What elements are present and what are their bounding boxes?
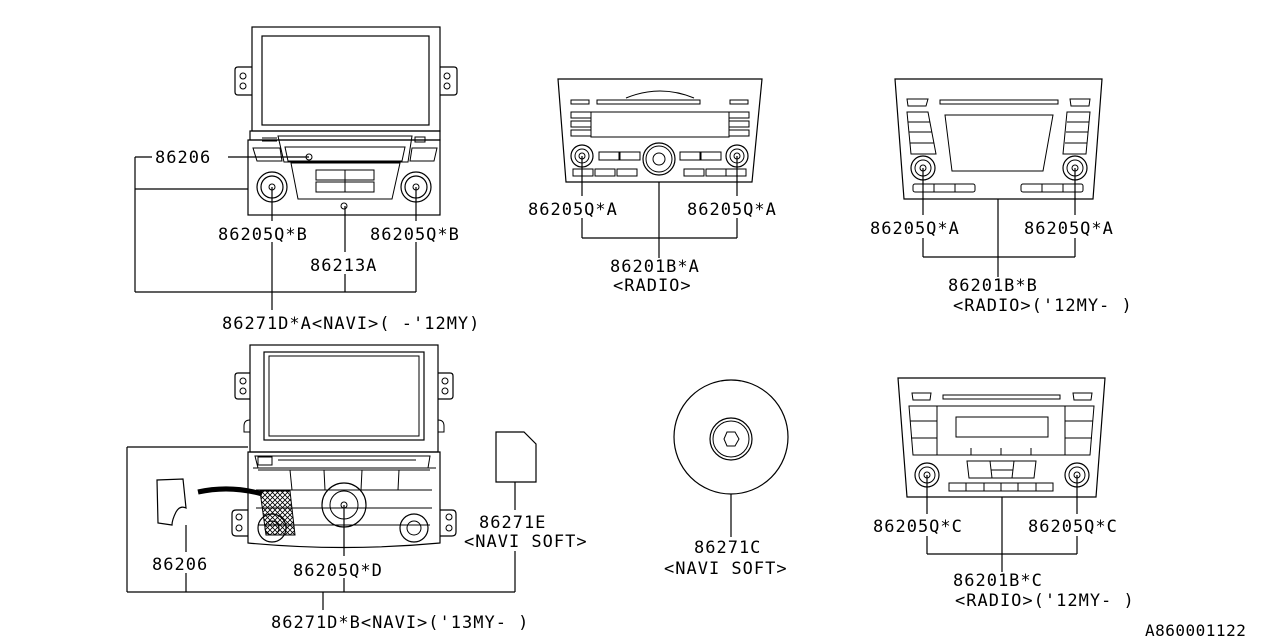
part-label-knob-left-radio-c: 86205Q*C: [873, 517, 963, 537]
part-label-knob-left-radio-b: 86205Q*A: [870, 219, 960, 239]
part-label-knob-right-radio-b: 86205Q*A: [1024, 219, 1114, 239]
part-label-disc: 86271C: [694, 538, 761, 558]
assembly-label-navi-13my: 86271D*B<NAVI>('13MY- ): [271, 613, 529, 633]
part-label-knob-left-12my: 86205Q*B: [218, 225, 308, 245]
assembly-label-navi-12my: 86271D*A<NAVI>( -'12MY): [222, 314, 480, 334]
navi-disc: [673, 379, 789, 495]
navi-13my-leaders: [126, 446, 516, 610]
part-label-knob-right-12my: 86205Q*B: [370, 225, 460, 245]
part-label-bezel-12my: 86206: [155, 148, 211, 168]
part-label-knob-right-radio-c: 86205Q*C: [1028, 517, 1118, 537]
sd-card: [495, 431, 537, 483]
radio-unit-c: [897, 377, 1106, 498]
assembly-arrow: [197, 486, 263, 497]
part-label-knob-right-radio-a: 86205Q*A: [687, 200, 777, 220]
navi-12my-leaders: [134, 156, 417, 310]
figure-code: A860001122: [1145, 621, 1246, 640]
part-note-sd-card: <NAVI SOFT>: [464, 532, 588, 552]
part-note-disc: <NAVI SOFT>: [664, 559, 788, 579]
assembly-note-radio-a: <RADIO>: [613, 276, 692, 296]
radio-unit-b: [894, 78, 1103, 200]
radio-b-leaders: [922, 168, 1076, 277]
assembly-label-radio-c: 86201B*C: [953, 571, 1043, 591]
bezel-hatched-region: [259, 490, 296, 536]
part-label-screw: 86213A: [310, 256, 377, 276]
navi-unit-12my: [234, 26, 458, 216]
radio-c-leaders: [926, 475, 1078, 572]
radio-a-leaders: [581, 156, 738, 258]
part-label-bezel-13my: 86206: [152, 555, 208, 575]
assembly-note-radio-b: <RADIO>('12MY- ): [953, 296, 1133, 316]
bezel-part-86206: [156, 478, 187, 526]
part-label-knob-left-radio-a: 86205Q*A: [528, 200, 618, 220]
radio-unit-a: [557, 78, 763, 183]
part-label-knob-center-13my: 86205Q*D: [293, 561, 383, 581]
assembly-label-radio-b: 86201B*B: [948, 276, 1038, 296]
navi-unit-13my: [231, 344, 457, 549]
assembly-label-radio-a: 86201B*A: [610, 257, 700, 277]
assembly-note-radio-c: <RADIO>('12MY- ): [955, 591, 1135, 611]
part-label-sd-card: 86271E: [479, 513, 546, 533]
